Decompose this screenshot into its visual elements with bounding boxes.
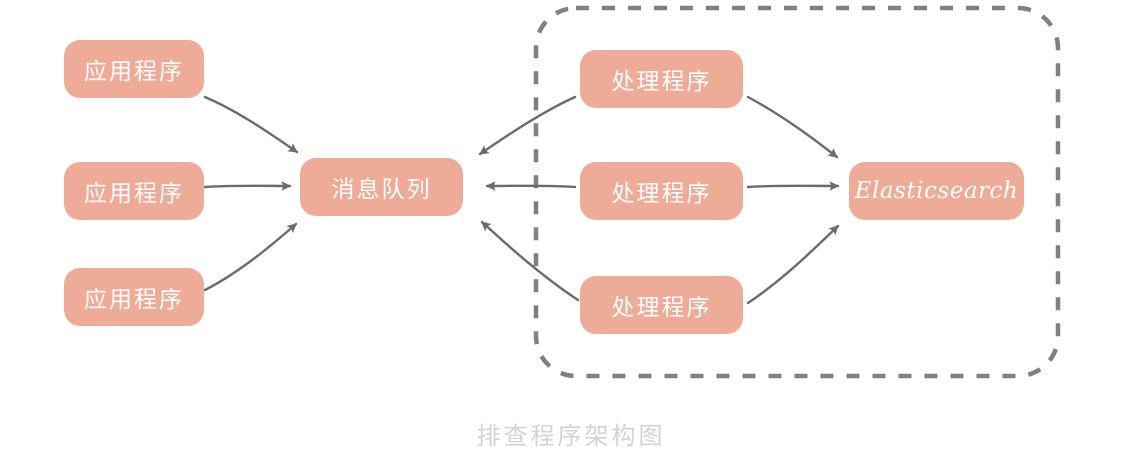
- node-application-1[interactable]: 应用程序: [64, 40, 204, 98]
- node-processor-1[interactable]: 处理程序: [580, 50, 743, 108]
- processing-group-boundary: [533, 5, 1061, 379]
- node-label: 应用程序: [84, 59, 184, 85]
- node-elasticsearch[interactable]: Elasticsearch: [849, 162, 1024, 220]
- node-label: Elasticsearch: [854, 178, 1019, 204]
- edge-app2-to-mq: [203, 181, 292, 191]
- node-label: 处理程序: [611, 181, 712, 207]
- node-label: 应用程序: [84, 287, 184, 313]
- node-label: 处理程序: [611, 295, 712, 321]
- edge-proc3-to-es: [746, 224, 840, 305]
- edge-proc1-to-es: [746, 95, 839, 159]
- node-processor-3[interactable]: 处理程序: [580, 276, 743, 334]
- node-application-2[interactable]: 应用程序: [64, 162, 204, 220]
- node-processor-2[interactable]: 处理程序: [580, 162, 743, 220]
- node-label: 消息队列: [331, 177, 432, 203]
- edge-proc2-to-es: [746, 181, 840, 191]
- diagram-caption: 排查程序架构图: [476, 422, 666, 450]
- edge-app3-to-mq: [203, 222, 298, 292]
- node-message-queue[interactable]: 消息队列: [300, 158, 463, 216]
- edge-proc1-to-mq: [478, 95, 577, 156]
- edge-proc2-to-mq: [485, 181, 577, 191]
- edge-app1-to-mq: [203, 95, 299, 154]
- edge-proc3-to-mq: [480, 220, 580, 302]
- node-label: 处理程序: [611, 69, 712, 95]
- node-application-3[interactable]: 应用程序: [64, 268, 204, 326]
- node-label: 应用程序: [84, 181, 184, 207]
